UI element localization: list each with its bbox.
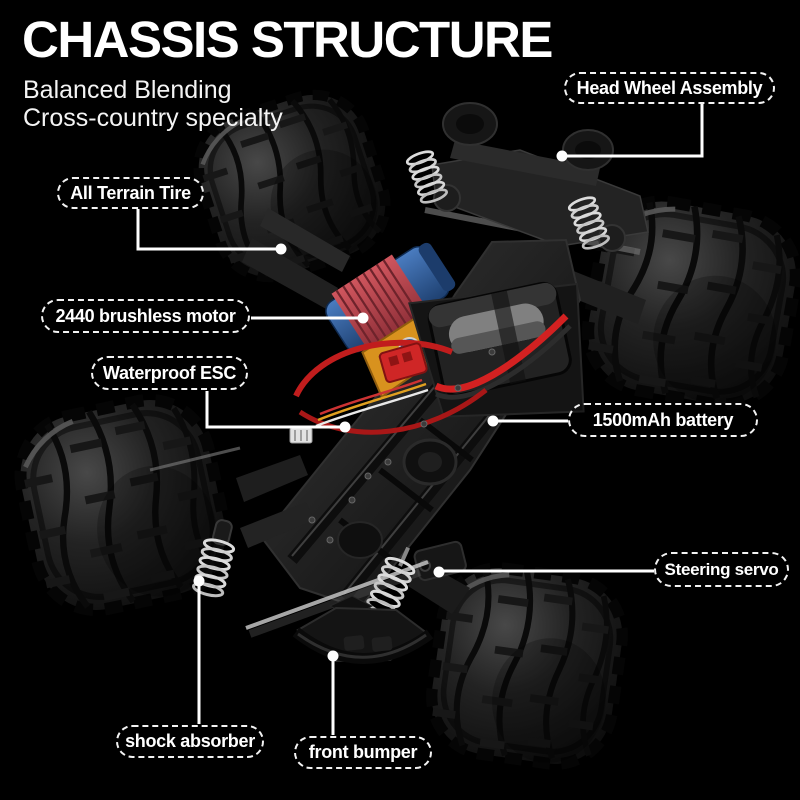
battery-cable-black xyxy=(434,324,572,400)
callout-head-wheel-assembly: Head Wheel Assembly xyxy=(564,72,775,104)
callout-shock-absorber: shock absorber xyxy=(116,725,264,758)
callout-brushless-motor: 2440 brushless motor xyxy=(41,299,250,333)
driveshaft xyxy=(245,560,429,630)
chassis-screws xyxy=(308,348,496,544)
callout-connectors xyxy=(136,104,704,735)
connector-waterproof-esc xyxy=(205,391,342,429)
dot-front-bumper xyxy=(327,650,339,662)
callout-dots xyxy=(193,150,568,662)
callout-front-bumper: front bumper xyxy=(294,736,432,769)
page-subtitle: Balanced Blending Cross-country specialt… xyxy=(23,76,283,132)
connector-head-wheel-assembly xyxy=(566,104,704,158)
shock-absorber-part-2 xyxy=(364,546,418,620)
shock-absorber-part xyxy=(190,519,237,600)
front-bumper-part xyxy=(292,595,434,664)
dot-steering-servo xyxy=(433,566,445,578)
dot-shock-absorber xyxy=(193,575,205,587)
driveshaft-glow xyxy=(248,568,422,638)
t-plug-connector xyxy=(378,342,428,383)
battery-cable-red xyxy=(434,313,569,393)
subtitle-line-1: Balanced Blending xyxy=(23,76,232,104)
dot-battery xyxy=(487,415,499,427)
esc-wiring xyxy=(289,339,488,444)
dot-head-wheel-assembly xyxy=(556,150,568,162)
head-wheel-assembly-part xyxy=(404,102,649,255)
callout-waterproof-esc: Waterproof ESC xyxy=(91,356,248,390)
dot-waterproof-esc xyxy=(339,421,351,433)
dot-all-terrain-tire xyxy=(275,243,287,255)
page-title: CHASSIS STRUCTURE xyxy=(22,11,553,68)
connector-all-terrain-tire xyxy=(136,209,278,251)
subtitle-line-2: Cross-country specialty xyxy=(23,104,283,132)
battery-part xyxy=(408,281,585,418)
dot-brushless-motor xyxy=(357,312,369,324)
callout-battery: 1500mAh battery xyxy=(568,403,758,437)
callout-all-terrain-tire: All Terrain Tire xyxy=(57,177,204,209)
callout-steering-servo: Steering servo xyxy=(654,552,789,587)
